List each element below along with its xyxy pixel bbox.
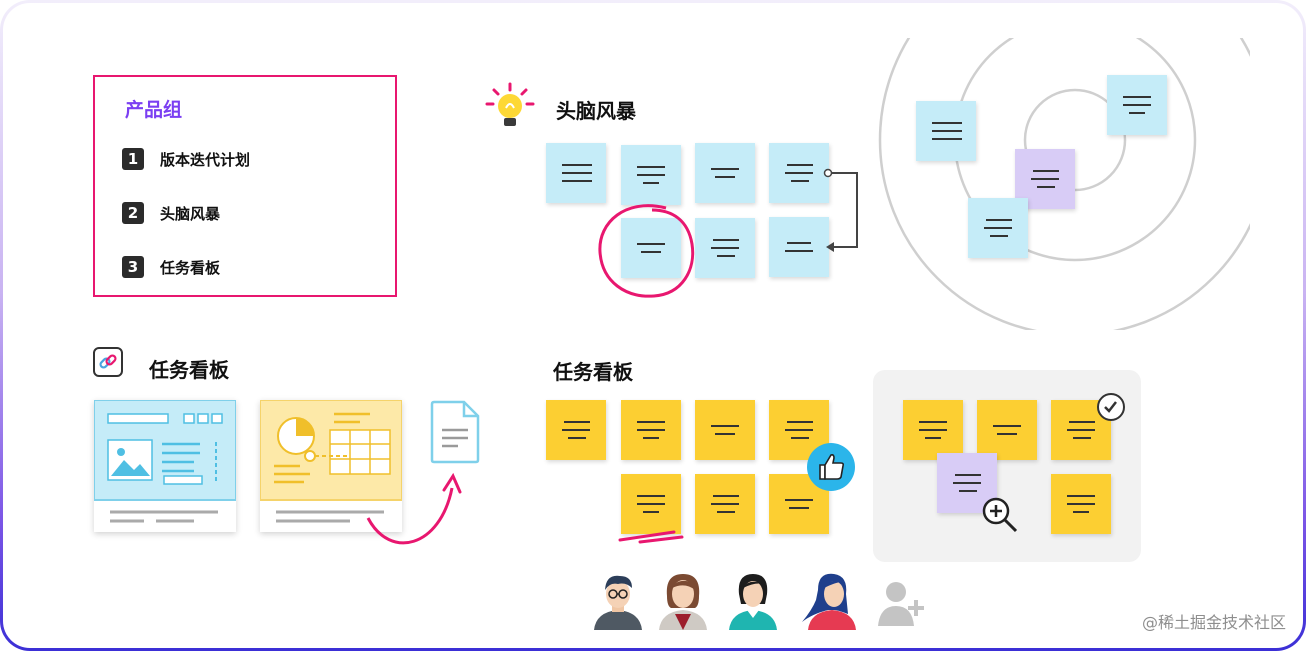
woman-short-hair-avatar[interactable] [655, 570, 711, 634]
woman-long-hair-avatar[interactable] [798, 570, 864, 634]
sticky-note[interactable] [977, 400, 1037, 460]
sticky-note[interactable] [546, 143, 606, 203]
link-icon [93, 347, 123, 377]
agenda-number-3: 3 [122, 256, 144, 278]
woman-teal-avatar[interactable] [725, 570, 781, 634]
sticky-note[interactable] [695, 218, 755, 278]
agenda-item-3[interactable]: 3 任务看板 [122, 256, 220, 278]
sticky-note[interactable] [695, 143, 755, 203]
lightbulb-icon [484, 82, 536, 134]
agenda-item-label: 版本迭代计划 [160, 150, 251, 169]
task-board-right-heading: 任务看板 [553, 360, 633, 384]
sticky-note[interactable] [695, 400, 755, 460]
sticky-note[interactable] [1051, 474, 1111, 534]
connector-arrow [823, 168, 858, 252]
agenda-item-1[interactable]: 1 版本迭代计划 [122, 148, 250, 170]
sticky-note[interactable] [968, 198, 1028, 258]
wireframe-card-blue[interactable] [93, 399, 237, 532]
sticky-note[interactable] [621, 145, 681, 205]
wireframe-card-yellow[interactable] [259, 399, 403, 532]
sticky-note[interactable] [621, 400, 681, 460]
agenda-item-label: 任务看板 [160, 258, 221, 277]
document-icon [430, 400, 480, 464]
thumbs-up-icon[interactable] [807, 443, 855, 491]
sticky-note[interactable] [546, 400, 606, 460]
agenda-number-1: 1 [122, 148, 144, 170]
task-board-left-heading: 任务看板 [149, 358, 229, 382]
underline-scribble [618, 530, 684, 544]
sticky-note[interactable] [621, 218, 681, 278]
brainstorm-heading: 头脑风暴 [556, 99, 636, 123]
curved-arrow [366, 472, 462, 545]
agenda-number-2: 2 [122, 202, 144, 224]
zoom-in-icon[interactable] [980, 495, 1020, 535]
agenda-box[interactable]: 产品组 1 版本迭代计划 2 头脑风暴 3 任务看板 [93, 75, 397, 297]
agenda-title: 产品组 [125, 99, 183, 121]
check-icon[interactable] [1097, 393, 1125, 421]
highlight-circle [598, 204, 695, 298]
man-glasses-avatar[interactable] [590, 570, 646, 634]
agenda-item-2[interactable]: 2 头脑风暴 [122, 202, 220, 224]
watermark: @稀土掘金技术社区 [1141, 613, 1286, 632]
sticky-note[interactable] [621, 474, 681, 534]
sticky-note[interactable] [903, 400, 963, 460]
add-user-icon[interactable] [876, 578, 926, 632]
agenda-item-label: 头脑风暴 [160, 204, 221, 223]
sticky-note[interactable] [916, 101, 976, 161]
sticky-note[interactable] [769, 143, 829, 203]
sticky-note[interactable] [1107, 75, 1167, 135]
sticky-note[interactable] [695, 474, 755, 534]
sticky-note[interactable] [769, 217, 829, 277]
